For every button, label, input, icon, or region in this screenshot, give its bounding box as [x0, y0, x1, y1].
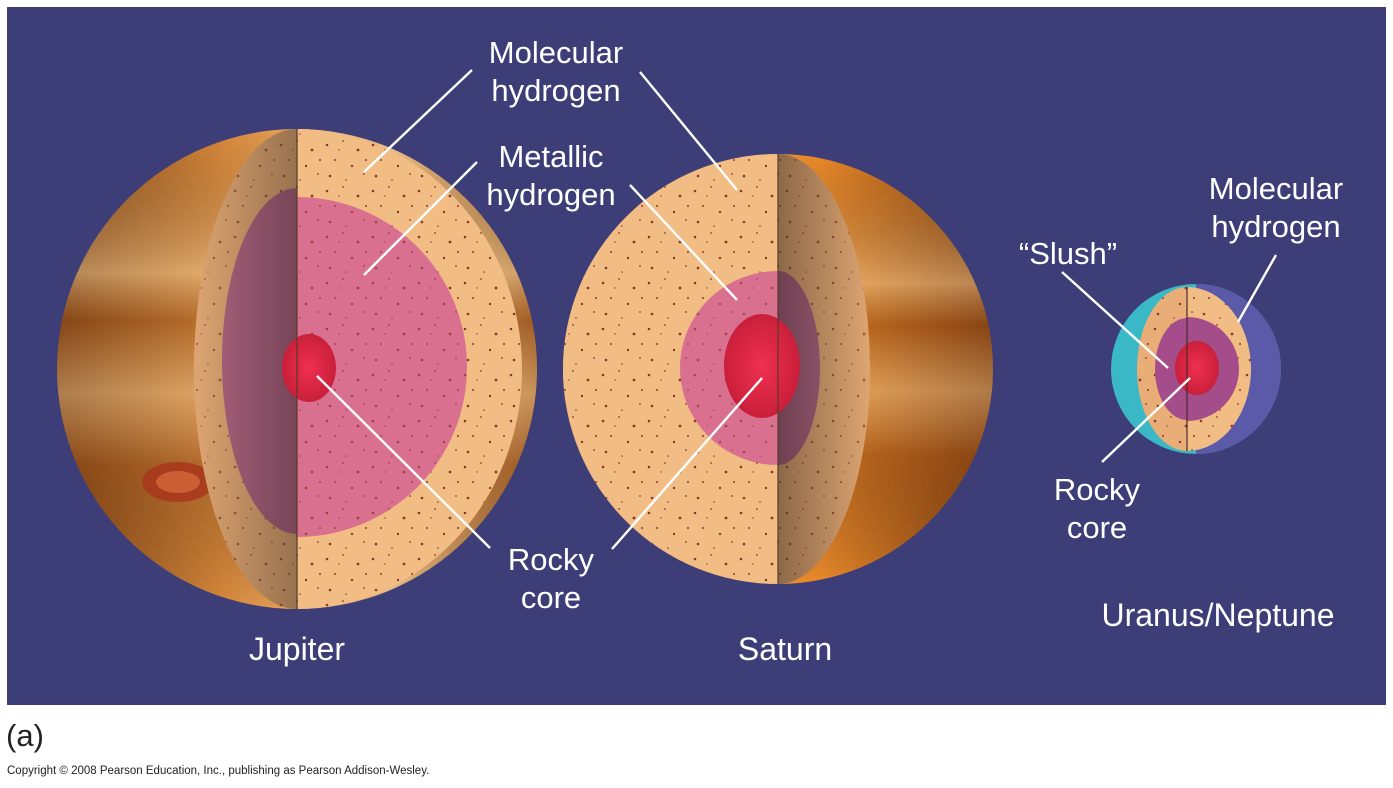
jupiter-cutaway	[57, 129, 537, 609]
svg-text:Molecular: Molecular	[489, 35, 623, 70]
svg-text:hydrogen: hydrogen	[486, 177, 615, 212]
uranus-molecular-hydrogen-label: Molecular hydrogen	[1209, 171, 1343, 244]
svg-text:hydrogen: hydrogen	[491, 73, 620, 108]
metallic-hydrogen-label: Metallic hydrogen	[486, 139, 615, 212]
leader-lines	[316, 69, 1278, 550]
jupiter-name-label: Jupiter	[249, 631, 345, 667]
panel-letter: (a)	[6, 718, 44, 753]
saturn-cutaway	[563, 154, 993, 584]
svg-text:Metallic: Metallic	[498, 139, 603, 174]
rocky-core-label: Rocky core	[508, 542, 595, 615]
molecular-hydrogen-label: Molecular hydrogen	[489, 35, 623, 108]
svg-text:core: core	[1067, 510, 1127, 545]
uranus-rocky-core-label: Rocky core	[1054, 472, 1141, 545]
svg-text:Molecular: Molecular	[1209, 171, 1343, 206]
copyright-notice: Copyright © 2008 Pearson Education, Inc.…	[7, 765, 430, 777]
svg-text:Rocky: Rocky	[1054, 472, 1141, 507]
slush-label: “Slush”	[1019, 236, 1117, 271]
svg-text:core: core	[521, 580, 581, 615]
uranus-neptune-name-label: Uranus/Neptune	[1101, 597, 1334, 633]
svg-text:hydrogen: hydrogen	[1211, 209, 1340, 244]
saturn-rocky-core	[724, 314, 800, 418]
jupiter-rocky-core	[282, 334, 336, 402]
saturn-name-label: Saturn	[738, 631, 832, 667]
svg-text:Rocky: Rocky	[508, 542, 595, 577]
